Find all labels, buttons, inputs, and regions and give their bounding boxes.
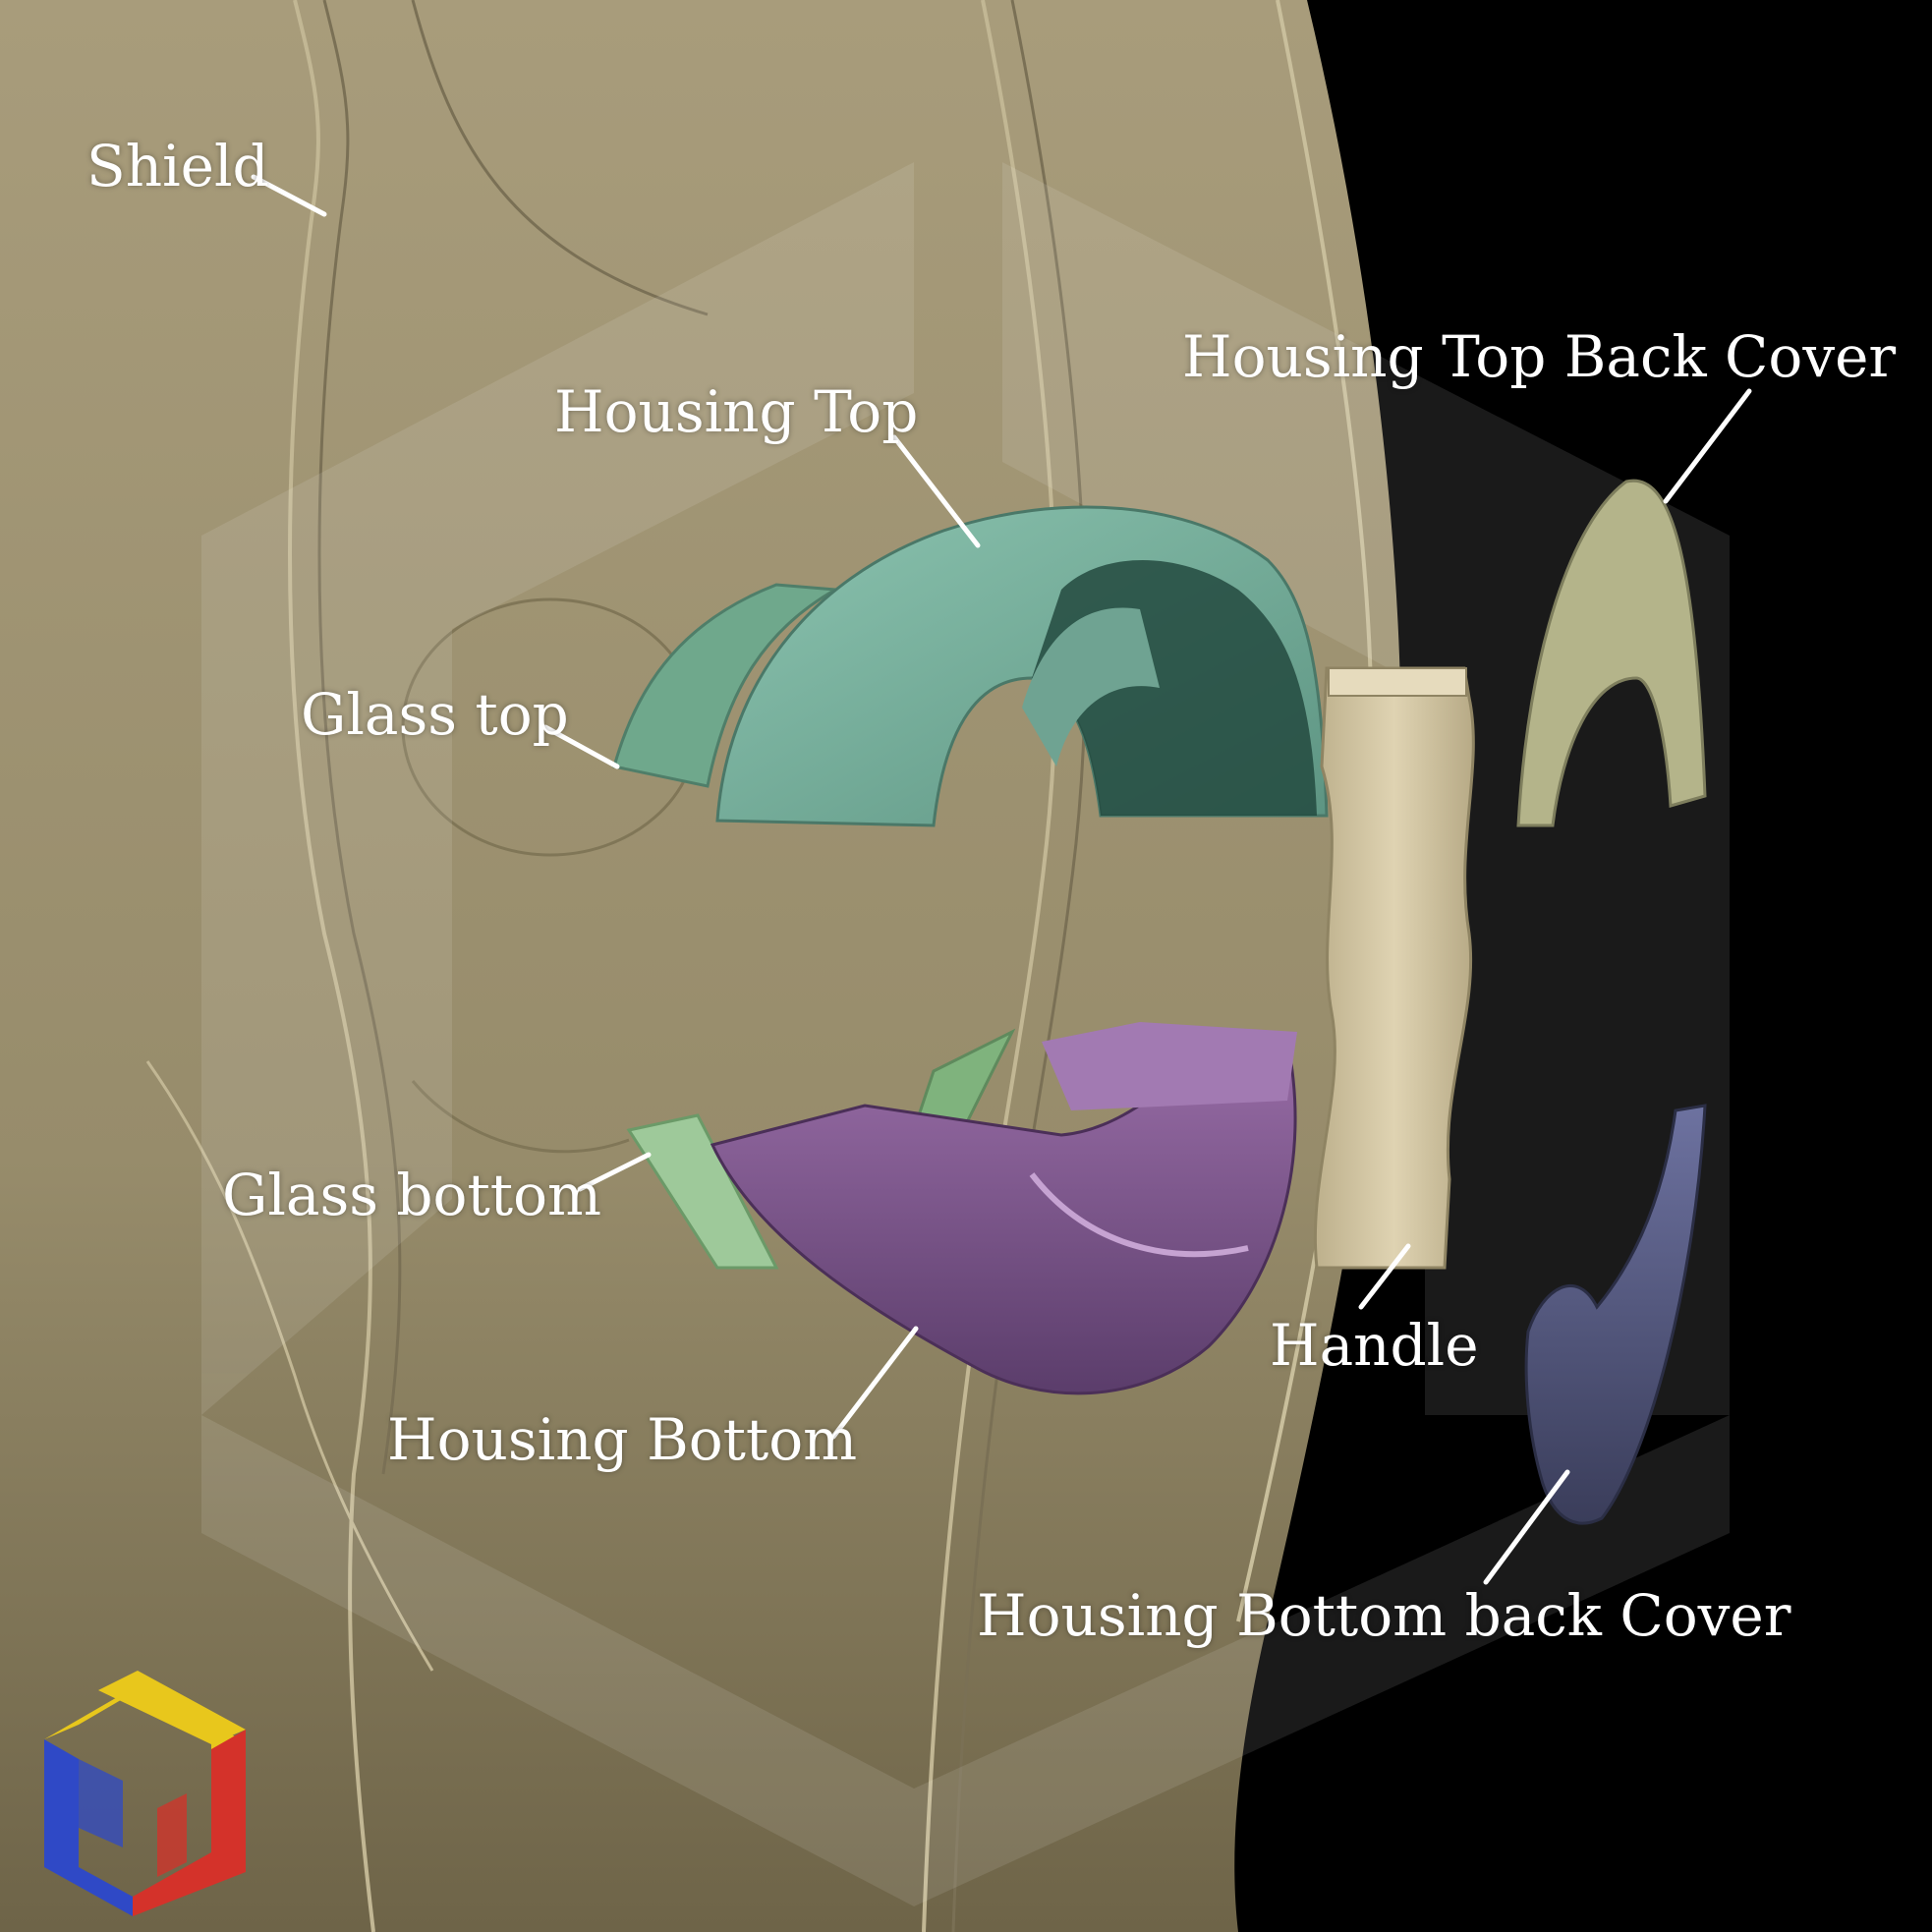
housing-bottom-part — [710, 1022, 1297, 1395]
glass-bottom-part — [626, 1028, 1016, 1270]
leader-glass-top — [542, 724, 620, 769]
handle-cap — [1328, 667, 1467, 697]
shield-part — [0, 0, 1401, 1932]
leader-glass-bottom — [577, 1152, 652, 1192]
shield-label: Shield — [86, 133, 269, 199]
housing-top-part — [715, 505, 1329, 827]
housing-top-label: Housing Top — [554, 378, 919, 445]
housing-top-back-cover-label: Housing Top Back Cover — [1182, 323, 1897, 390]
leader-housing-top — [891, 434, 981, 548]
leader-handle — [1358, 1243, 1411, 1310]
watermark-hexagon — [201, 162, 1730, 1906]
bw-cube-logo-icon — [44, 1671, 246, 1916]
leader-lines — [251, 174, 1752, 1585]
glass-top-part — [612, 583, 840, 788]
glass-bottom-label: Glass bottom — [222, 1162, 602, 1228]
leader-housing-top-back-cover — [1663, 388, 1752, 504]
leader-housing-bottom-back-cover — [1483, 1469, 1570, 1585]
housing-bottom-label: Housing Bottom — [387, 1406, 858, 1473]
housing-top-back-cover-part — [1516, 479, 1707, 827]
handle-label: Handle — [1270, 1312, 1479, 1379]
glass-top-label: Glass top — [301, 681, 569, 748]
housing-bottom-back-cover-label: Housing Bottom back Cover — [977, 1582, 1791, 1649]
leader-housing-bottom — [830, 1326, 919, 1440]
handle-part — [1313, 666, 1475, 1270]
housing-bottom-back-cover-part — [1524, 1104, 1707, 1525]
leader-shield — [251, 174, 327, 217]
